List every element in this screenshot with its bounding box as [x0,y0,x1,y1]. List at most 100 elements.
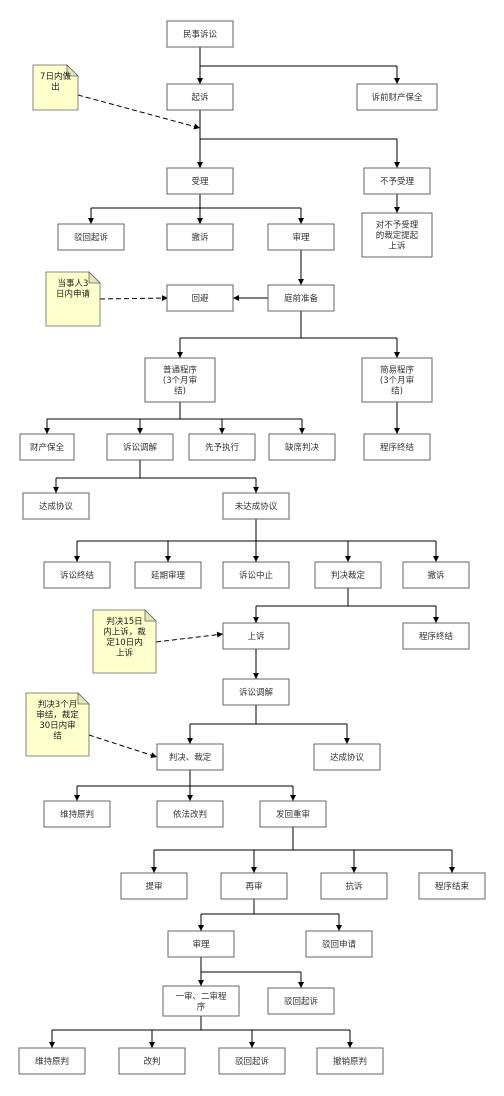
node-label: 抗诉 [345,881,363,892]
node-mediation-1: 诉讼调解 [106,433,174,461]
node-label: 庭前准备 [284,293,319,304]
node-pretrial-prep: 庭前准备 [267,284,335,312]
node-label: 序 [197,1001,206,1012]
node-bring-trial: 提审 [120,872,188,900]
node-amend-by-law: 依法改判 [156,800,224,828]
node-label: 普通程序 [163,365,198,376]
note-pointer [88,734,158,759]
node-litigation-suspend: 诉讼中止 [222,561,290,589]
node-label: 改判 [143,1056,160,1067]
node-label: 未达成协议 [235,501,278,512]
note-text: 判决3个月 [38,699,77,710]
node-reject-suit-1: 驳回起诉 [57,223,125,251]
note-text: 内上诉，裁 [103,627,146,638]
node-label: 审理 [192,939,210,950]
node-label: 回避 [191,293,209,304]
node-label: 受理 [191,176,209,187]
node-prosecution: 起诉 [166,83,234,111]
node-recusal: 回避 [166,284,234,312]
node-label: 发回重审 [276,809,310,820]
note-text: 出 [51,82,60,93]
node-remand-retrial: 发回重审 [259,800,327,828]
node-mediation-2: 诉讼调解 [222,678,290,706]
node-label: 程序终结 [419,631,453,642]
flow-nodes: 民事诉讼起诉诉前财产保全受理不予受理对不予受理的裁定提起上诉驳回起诉撤诉审理回避… [18,20,486,1075]
sticky-notes: 7日内做出当事人3日内申请判决15日内上诉，裁定10日内上诉判决3个月审结，裁定… [25,64,157,757]
note-text: 审结，裁定 [36,710,79,721]
node-label: 诉讼调解 [239,687,274,698]
node-trial-2: 审理 [167,930,235,958]
node-advance-execution: 先予执行 [188,433,256,461]
note-text: 30日内审 [39,720,75,731]
node-label: 驳回申请 [322,939,357,950]
note-pointer [155,631,224,643]
node-not-accepted: 不予受理 [363,167,431,195]
node-procedure-end-1: 程序终结 [363,433,431,461]
node-label: 简易程序 [380,365,415,376]
node-label: 达成协议 [39,501,74,512]
node-agreement-1: 达成协议 [22,492,90,520]
node-label: 撤诉 [191,232,209,243]
node-label: 驳回起诉 [235,1056,270,1067]
node-uphold-1: 维持原判 [43,800,111,828]
node-label: 撤销原判 [333,1056,367,1067]
node-label: 上诉 [388,241,406,252]
node-property-preservation: 财产保全 [19,433,75,461]
node-label: 达成协议 [330,752,365,763]
note-text: 结 [53,731,62,742]
node-label: 诉讼终结 [60,570,94,581]
node-label: 提审 [145,881,162,892]
node-label: 判决、裁定 [169,752,212,763]
node-label: 先予执行 [205,442,240,453]
node-civil-suit: 民事诉讼 [166,20,234,48]
node-procedure-end-2: 程序终结 [402,622,470,650]
node-label: 驳回起诉 [284,996,319,1007]
node-label: 一审、二审程 [175,991,227,1002]
node-reject-application: 驳回申请 [305,930,373,958]
node-uphold-2: 维持原判 [18,1047,86,1075]
node-label: 诉前财产保全 [371,92,423,103]
node-label: 结) [174,386,186,397]
node-reject-suit-2: 驳回起诉 [267,987,335,1015]
node-postponed-trial: 延期审理 [134,561,202,589]
note-pointer [77,94,201,130]
node-label: 财产保全 [30,442,65,453]
node-appeal: 上诉 [222,622,290,650]
node-label: 驳回起诉 [74,232,109,243]
note-text: 日内申请 [56,289,91,300]
node-label: 维持原判 [35,1056,69,1067]
node-protest: 抗诉 [320,872,388,900]
node-label: 不予受理 [380,176,415,187]
node-reject-suit-3: 驳回起诉 [218,1047,286,1075]
node-judgment-ruling-2: 判决、裁定 [156,743,224,771]
node-label: 审理 [292,232,310,243]
node-label: (3个月审 [163,375,197,386]
node-withdraw-1: 撤诉 [166,223,234,251]
node-procedure-finish: 程序结束 [418,872,486,900]
node-retrial: 再审 [220,872,288,900]
node-acceptance: 受理 [166,167,234,195]
node-label: 维持原判 [60,809,94,820]
node-label: 延期审理 [151,570,186,581]
node-label: 起诉 [191,92,209,103]
node-litigation-end: 诉讼终结 [43,561,111,589]
node-amend: 改判 [118,1047,186,1075]
node-label: 诉讼调解 [123,442,158,453]
node-label: 对不予受理 [376,220,419,231]
connector-lines [44,47,455,1048]
node-no-agreement: 未达成协议 [222,492,290,520]
node-default-judgment: 缺席判决 [268,433,336,461]
node-label: 诉讼中止 [239,570,274,581]
node-agreement-2: 达成协议 [313,743,381,771]
node-label: 判决裁定 [331,570,366,581]
note-text: 定10日内 [106,637,142,648]
note-pointer [99,295,169,302]
